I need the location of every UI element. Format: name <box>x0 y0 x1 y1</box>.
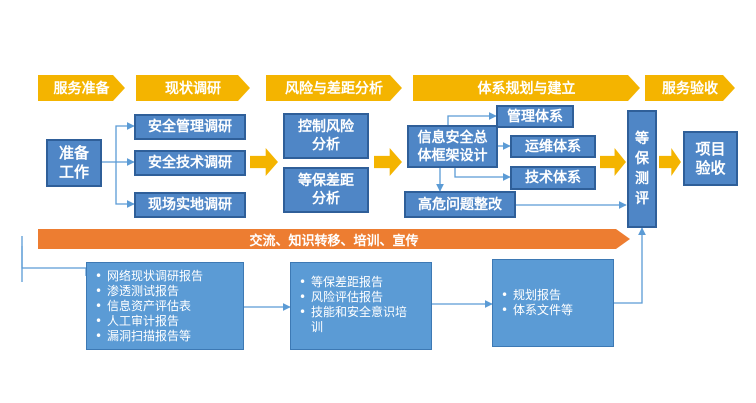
phase-label: 服务验收 <box>662 81 718 97</box>
list-item: 信息资产评估表 <box>95 299 235 314</box>
phase-service-acceptance: 服务验收 <box>645 75 735 101</box>
phase-label: 体系规划与建立 <box>477 81 576 97</box>
planning-deliverables: 规划报告 体系文件等 <box>492 259 614 347</box>
phase-label: 风险与差距分析 <box>285 81 383 97</box>
gap-analysis-box: 等保差距分析 <box>283 167 369 213</box>
analysis-deliverables: 等保差距报告 风险评估报告 技能和安全意识培训 <box>290 262 432 350</box>
mgmt-system-box: 管理体系 <box>496 105 574 128</box>
box-label: 准备工作 <box>58 144 89 181</box>
phase-service-prepare: 服务准备 <box>38 75 125 101</box>
box-label: 技术体系 <box>525 170 581 186</box>
survey-tech-box: 安全技术调研 <box>134 150 246 176</box>
banner-label: 交流、知识转移、培训、宣传 <box>249 233 419 249</box>
list-item: 漏洞扫描报告等 <box>95 329 235 344</box>
box-label: 项目验收 <box>695 139 726 177</box>
prepare-work-box: 准备工作 <box>46 139 102 187</box>
list-item: 网络现状调研报告 <box>95 269 235 284</box>
risk-control-box: 控制风险分析 <box>283 113 369 159</box>
ops-system-box: 运维体系 <box>510 135 596 158</box>
box-label: 信息安全总体框架设计 <box>417 129 488 164</box>
tech-system-box: 技术体系 <box>510 166 596 190</box>
box-label: 管理体系 <box>507 108 563 125</box>
box-label: 现场实地调研 <box>148 197 232 213</box>
list-item: 规划报告 <box>501 288 605 303</box>
list-item: 技能和安全意识培训 <box>299 305 411 335</box>
phase-risk-gap-analysis: 风险与差距分析 <box>266 75 402 101</box>
training-banner: 交流、知识转移、培训、宣传 <box>38 229 630 249</box>
list-item: 等保差距报告 <box>299 275 423 290</box>
djcp-box: 等保测评 <box>627 110 657 228</box>
box-label: 安全技术调研 <box>148 155 232 171</box>
box-label: 控制风险分析 <box>298 119 354 153</box>
phase-label: 现状调研 <box>165 81 221 97</box>
box-label: 等保差距分析 <box>298 173 354 207</box>
survey-site-box: 现场实地调研 <box>134 192 246 218</box>
list-item: 渗透测试报告 <box>95 284 235 299</box>
acceptance-box: 项目验收 <box>683 131 738 186</box>
survey-deliverables: 网络现状调研报告 渗透测试报告 信息资产评估表 人工审计报告 漏洞扫描报告等 <box>86 262 244 350</box>
survey-mgmt-box: 安全管理调研 <box>134 114 246 140</box>
box-label: 高危问题整改 <box>418 196 502 213</box>
list-item: 人工审计报告 <box>95 314 235 329</box>
phase-current-survey: 现状调研 <box>136 75 250 101</box>
box-label: 等保测评 <box>635 131 649 207</box>
box-label: 安全管理调研 <box>148 119 232 135</box>
phase-label: 服务准备 <box>53 81 110 97</box>
framework-box: 信息安全总体框架设计 <box>407 125 498 168</box>
list-item: 体系文件等 <box>501 303 605 318</box>
box-label: 运维体系 <box>525 138 581 155</box>
high-risk-fix-box: 高危问题整改 <box>404 191 516 218</box>
phase-system-planning: 体系规划与建立 <box>413 75 640 101</box>
list-item: 风险评估报告 <box>299 290 423 305</box>
